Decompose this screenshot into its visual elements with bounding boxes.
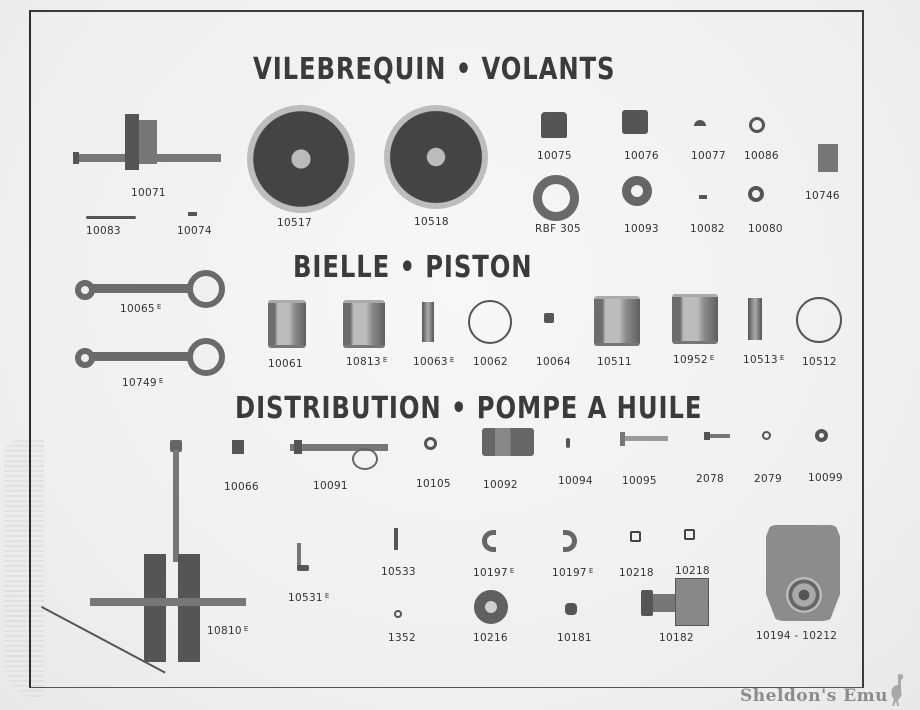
part-label: 10064 — [536, 356, 571, 368]
part-label: 10218 — [675, 565, 710, 577]
part-piston — [268, 300, 306, 348]
part-piston — [672, 294, 718, 344]
part-piston-ring — [468, 300, 512, 344]
part-gudgeon-pin — [748, 298, 762, 340]
part-nut — [394, 610, 402, 618]
part-label: 10093 — [624, 223, 659, 235]
part-label: 10095 — [622, 475, 657, 487]
part-label: 10083 — [86, 225, 121, 237]
section-heading-timing-oil-pump: DISTRIBUTION • POMPE A HUILE — [235, 391, 703, 426]
part-pump-body — [641, 578, 709, 626]
part-label: 10218 — [619, 567, 654, 579]
part-label: 10517 — [277, 217, 312, 229]
part-screw — [704, 432, 730, 440]
part-disc — [474, 590, 508, 624]
part-washer — [424, 437, 437, 450]
part-sleeve — [818, 144, 838, 172]
part-gear — [622, 110, 648, 134]
part-cap — [565, 603, 577, 615]
part-crank-assembly — [90, 440, 250, 665]
part-label: 10216 — [473, 632, 508, 644]
part-label: 10061 — [268, 358, 303, 370]
part-ball — [630, 531, 641, 542]
part-label: 1352 — [388, 632, 416, 644]
part-woodruff-key — [694, 120, 706, 126]
part-ball — [684, 529, 695, 540]
part-label: 10092 — [483, 479, 518, 491]
part-label: 10533 — [381, 566, 416, 578]
part-crankshaft — [73, 112, 223, 172]
part-label: 10746 — [805, 190, 840, 202]
part-key — [699, 195, 707, 199]
part-label: 10077 — [691, 150, 726, 162]
section-heading-conrod-piston: BIELLE • PISTON — [293, 250, 533, 285]
part-worm-gear — [482, 428, 534, 456]
part-label: 10518 — [414, 216, 449, 228]
part-label: 10099 — [808, 472, 843, 484]
part-label: 10074 — [177, 225, 212, 237]
part-label: 10086 — [744, 150, 779, 162]
part-pinion — [622, 176, 652, 206]
part-piston — [594, 296, 640, 346]
part-timing-cover — [766, 525, 840, 621]
page-border — [29, 10, 864, 688]
part-shaft-with-spring — [290, 440, 390, 470]
part-label: 10512 — [802, 356, 837, 368]
part-label: 10071 — [131, 187, 166, 199]
part-piston — [343, 300, 385, 348]
part-nut — [762, 431, 771, 440]
part-ball-bearing — [533, 175, 579, 221]
part-gudgeon-pin — [422, 302, 434, 342]
part-half-bearing — [482, 530, 496, 552]
part-label: RBF 305 — [535, 223, 582, 235]
emu-logo-icon — [891, 674, 904, 706]
part-connecting-rod — [75, 270, 225, 310]
part-pin — [394, 528, 398, 550]
part-washer — [815, 429, 828, 442]
part-label: 10066 — [224, 481, 259, 493]
part-label: 10076 — [624, 150, 659, 162]
part-connecting-rod — [75, 338, 225, 378]
part-label: 10080 — [748, 223, 783, 235]
scan-shadow — [4, 440, 44, 700]
part-label: 2079 — [754, 473, 782, 485]
part-pin — [86, 216, 136, 219]
part-label: 10091 — [313, 480, 348, 492]
watermark-text: Sheldon's Emu — [740, 686, 888, 706]
part-key — [188, 212, 197, 216]
part-label: 10094 — [558, 475, 593, 487]
part-bush — [232, 440, 244, 454]
part-label: 10075 — [537, 150, 572, 162]
part-label: 2078 — [696, 473, 724, 485]
part-label: 10511 — [597, 356, 632, 368]
part-label: 10194 - 10212 — [756, 630, 838, 642]
part-label: 10182 — [659, 632, 694, 644]
part-flywheel — [384, 105, 488, 209]
part-lock-washer — [749, 117, 765, 133]
part-label: 10082 — [690, 223, 725, 235]
part-bolt — [620, 432, 668, 446]
part-piston-ring — [796, 297, 842, 343]
part-nut — [748, 186, 764, 202]
part-key — [566, 438, 570, 448]
part-half-bearing — [563, 530, 577, 552]
part-plunger — [293, 543, 309, 573]
part-bush — [541, 112, 567, 138]
part-label: 10181 — [557, 632, 592, 644]
part-label: 10105 — [416, 478, 451, 490]
part-label: 10062 — [473, 356, 508, 368]
part-flywheel — [247, 105, 355, 213]
section-heading-crankshaft-flywheels: VILEBREQUIN • VOLANTS — [253, 52, 616, 87]
part-circlip — [544, 313, 554, 323]
